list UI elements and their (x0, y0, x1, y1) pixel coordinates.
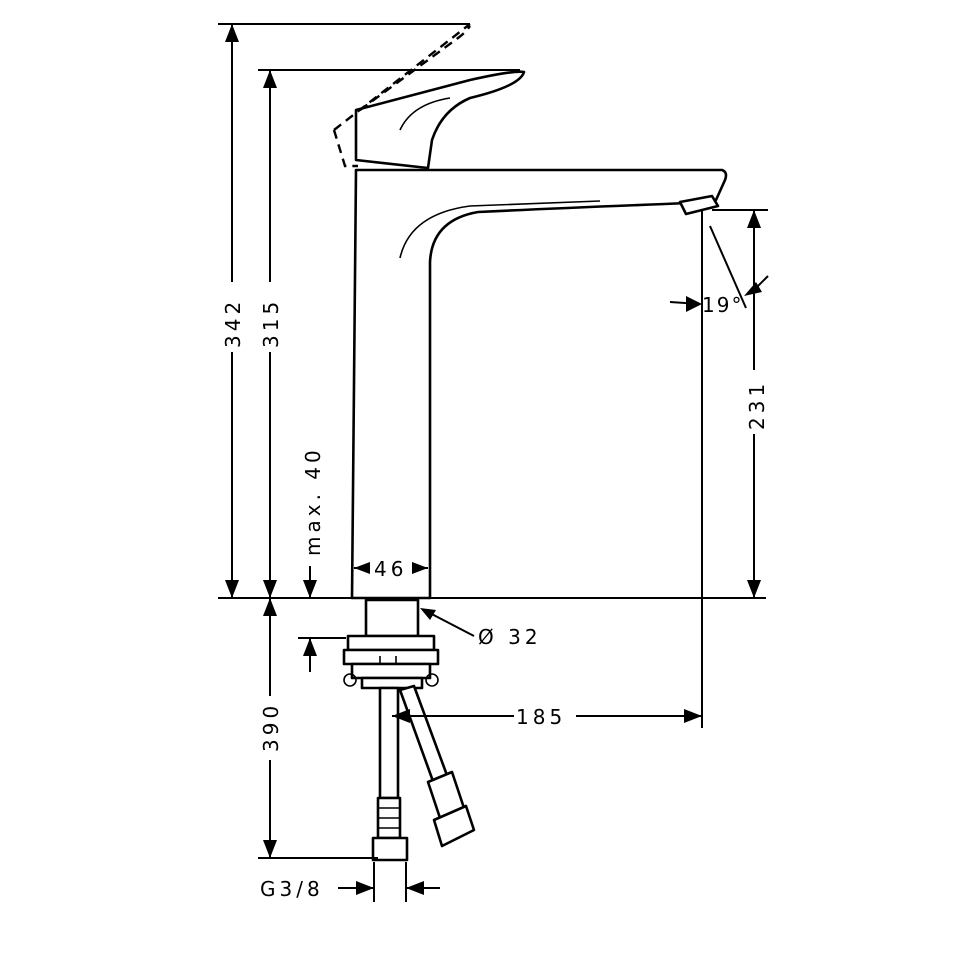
dimension-angle: 19° (669, 225, 769, 317)
faucet-body (332, 23, 728, 600)
dimension-height-total: 342 (218, 23, 470, 598)
label-height-spout: 315 (259, 298, 283, 348)
label-shank-diameter: Ø 32 (478, 625, 542, 649)
dimension-thread: G3/8 (260, 862, 440, 902)
dimension-outlet-height: 231 (712, 209, 769, 598)
label-outlet-height: 231 (745, 380, 769, 430)
dimension-body-width: 46 (354, 556, 428, 581)
label-hose-length: 390 (259, 702, 283, 752)
label-body-width: 46 (374, 557, 407, 581)
faucet-shank (342, 598, 440, 690)
label-max-thickness: max. 40 (301, 446, 325, 556)
dimension-height-spout: 315 (258, 69, 520, 598)
dimension-projection: 185 (392, 210, 703, 729)
dimension-mount-offset (298, 637, 346, 672)
label-projection: 185 (516, 705, 566, 729)
dimension-hose-length: 390 (258, 598, 378, 859)
label-angle: 19° (702, 293, 743, 317)
dimension-shank-diameter: Ø 32 (420, 608, 542, 649)
supply-hoses (371, 684, 476, 862)
label-thread: G3/8 (260, 877, 324, 901)
dimension-max-thickness: max. 40 (301, 446, 325, 598)
label-height-total: 342 (221, 298, 245, 348)
